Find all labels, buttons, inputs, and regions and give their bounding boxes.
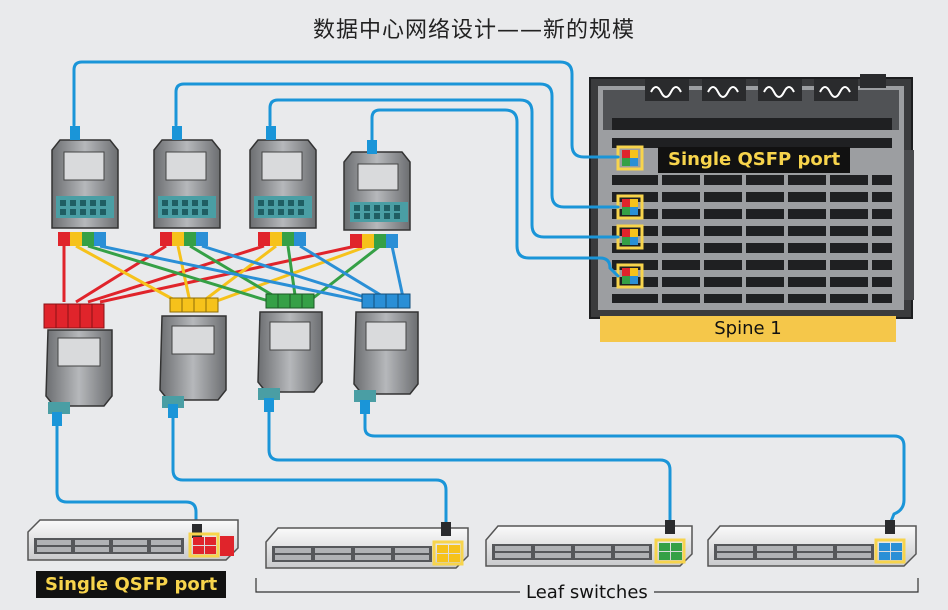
leaf-qsfp-port[interactable] [874,538,906,564]
upper-module-3 [249,126,317,246]
leaf-downlink-cables [55,410,906,528]
lower-module-port-group-blue [361,293,411,309]
lower-module-port-group-green [265,293,315,309]
fan-icon [645,79,689,101]
lower-module-1 [43,303,113,426]
fan-icon [814,79,858,101]
upper-module-port-strip [160,232,208,246]
leaf-switch-3 [485,520,693,567]
leaf-qsfp-port[interactable] [432,540,464,566]
lower-module-port-group-yellow [169,297,219,313]
leaf-switches-label: Leaf switches [520,582,654,603]
leaf-switch-4 [707,520,917,567]
line-card-slots [612,118,892,303]
spine-uplink-cables [72,60,620,278]
upper-module-4 [343,140,411,248]
lower-module-3 [257,293,323,412]
leaf-qsfp-port[interactable] [188,532,220,558]
upper-module-2 [153,126,221,246]
lower-module-2 [159,297,227,418]
lower-module-port-group-red [43,303,105,329]
upper-module-port-strip [258,232,306,246]
fanout-cables [62,244,406,304]
upper-module-1 [51,126,119,246]
leaf-qsfp-port[interactable] [654,538,686,564]
diagram-title: 数据中心网络设计——新的规模 [312,18,635,43]
spine-chassis [589,74,914,319]
fan-icon [702,79,746,101]
leaf-switch-2 [265,522,469,569]
upper-module-port-strip [58,232,106,246]
upper-module-port-strip [350,234,398,248]
spine-label: Spine 1 [600,316,896,342]
spine-port-callout: Single QSFP port [658,147,851,173]
fan-icon [758,79,802,101]
leaf-port-callout: Single QSFP port [36,571,227,598]
leaf-switch-1 [27,519,239,561]
lower-module-4 [353,293,419,414]
